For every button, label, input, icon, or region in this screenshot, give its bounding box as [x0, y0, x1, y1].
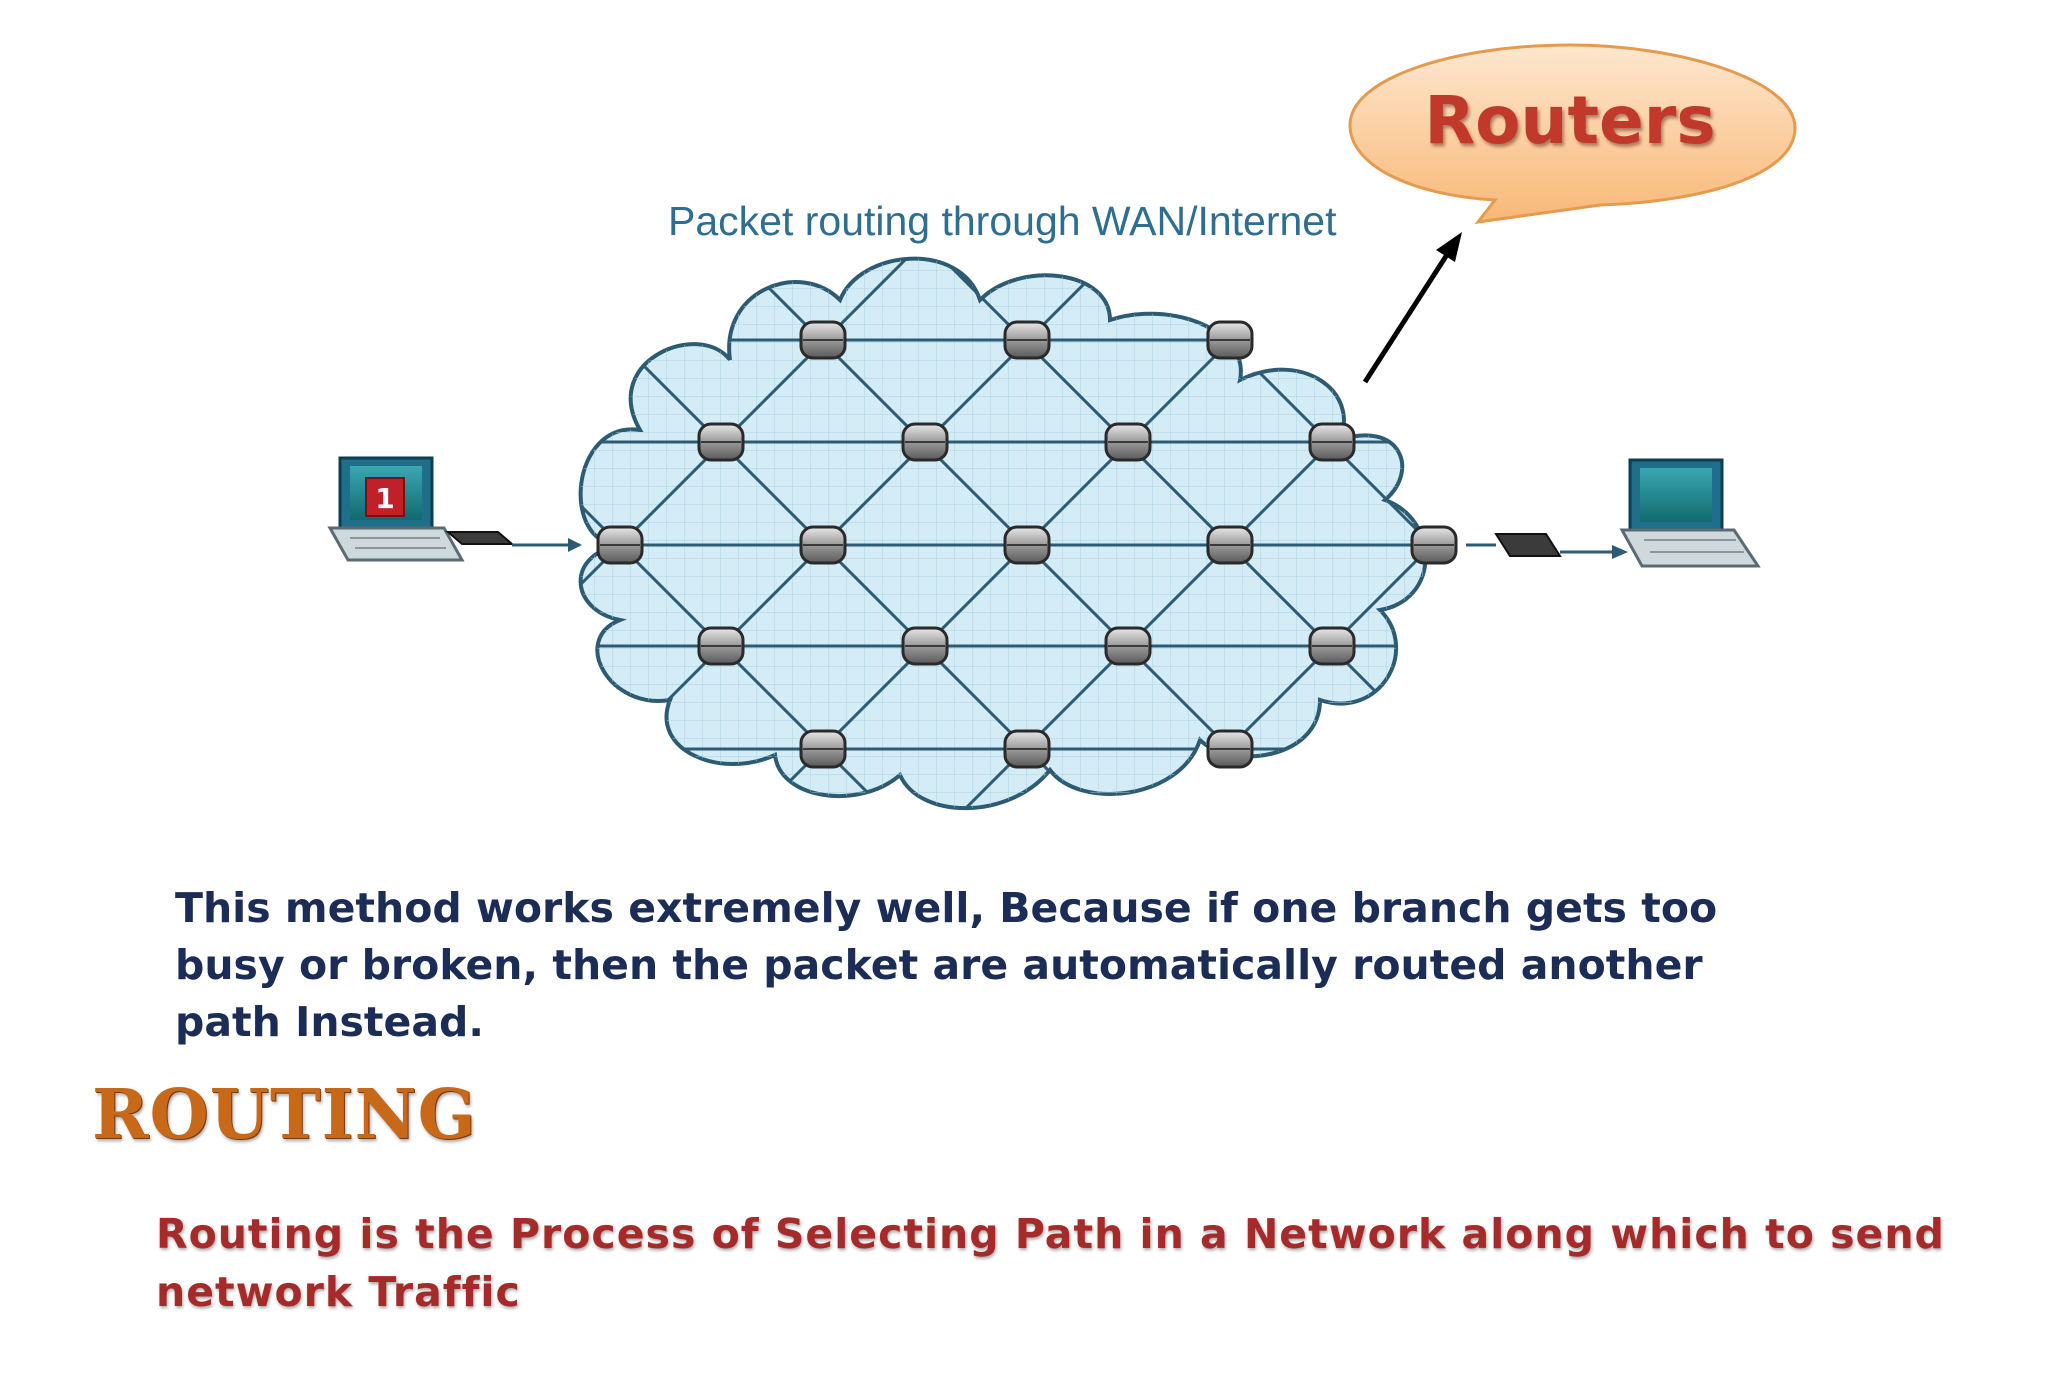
router-icon — [901, 422, 949, 462]
router-icon — [697, 422, 745, 462]
routers — [596, 320, 1458, 769]
router-icon — [799, 729, 847, 769]
network-link — [1847, 0, 2048, 860]
network-link — [0, 0, 408, 860]
router-icon — [1003, 320, 1051, 360]
callout-pointer-arrow — [1362, 232, 1462, 384]
network-link — [580, 258, 613, 809]
router-icon — [697, 626, 745, 666]
network-link — [0, 0, 205, 860]
router-icon — [901, 626, 949, 666]
routing-definition: Routing is the Process of Selecting Path… — [156, 1210, 1945, 1316]
network-link — [0, 0, 205, 860]
network-diagram: 1 — [0, 0, 2048, 860]
router-icon — [1206, 525, 1254, 565]
router-icon — [799, 320, 847, 360]
source-laptop-icon: 1 — [327, 456, 465, 562]
network-link — [0, 0, 408, 860]
body-text: This method works extremely well, Becaus… — [175, 884, 1718, 1046]
destination-laptop-icon — [1619, 458, 1761, 568]
router-icon — [1104, 422, 1152, 462]
routers-callout — [1348, 43, 1797, 224]
network-link — [0, 0, 2, 860]
packet-badge: 1 — [375, 482, 394, 515]
internet-cloud — [578, 256, 1428, 811]
router-icon — [1308, 422, 1356, 462]
diagram-caption: Packet routing through WAN/Internet — [668, 198, 1337, 244]
packet-out — [1466, 533, 1628, 559]
router-icon — [1410, 525, 1458, 565]
router-icon — [1104, 626, 1152, 666]
router-icon — [1003, 729, 1051, 769]
router-icon — [1206, 729, 1254, 769]
router-icon — [1308, 626, 1356, 666]
network-link — [0, 0, 2, 860]
router-icon — [799, 525, 847, 565]
router-icon — [1003, 525, 1051, 565]
routers-callout-label: Routers — [1424, 82, 1716, 159]
network-link — [580, 258, 613, 809]
packet-in — [445, 531, 582, 552]
router-icon — [1206, 320, 1254, 360]
routing-heading: ROUTING — [92, 1075, 477, 1155]
network-link — [1847, 0, 2048, 860]
router-icon — [596, 525, 644, 565]
